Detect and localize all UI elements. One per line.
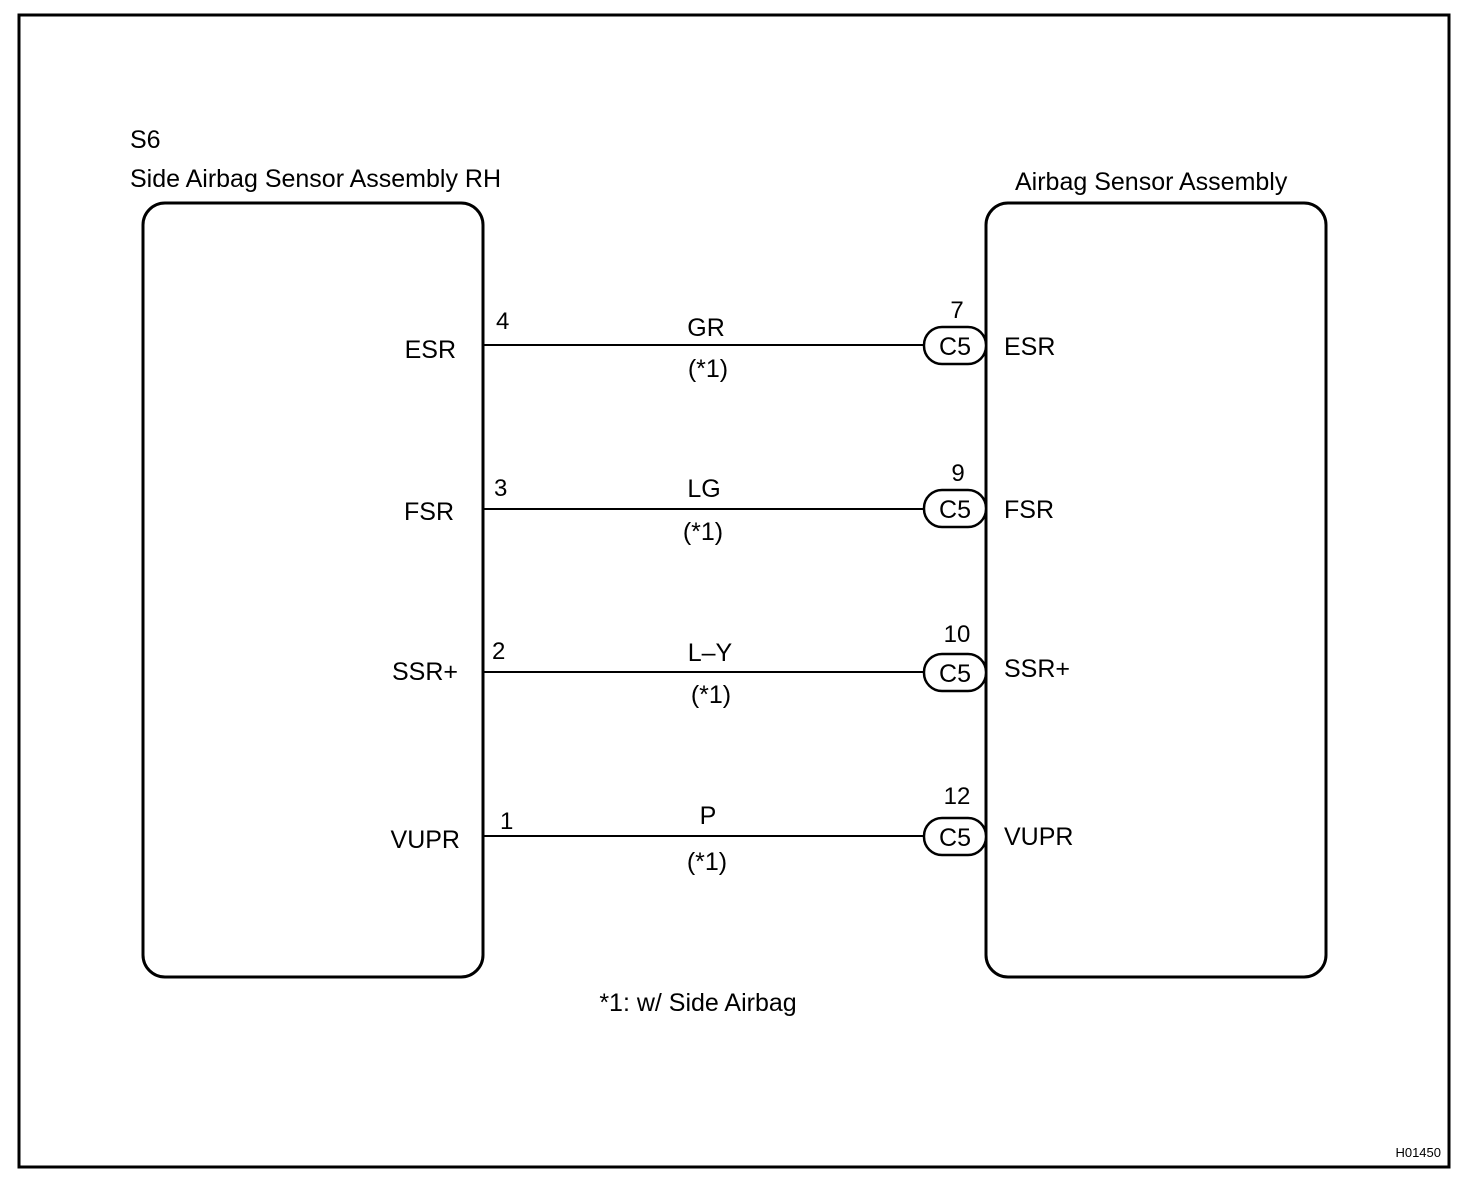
right-pin-number: 7 — [950, 297, 963, 324]
right-pin-number: 9 — [951, 460, 964, 487]
wire-row: ESR 4 GR (*1) 7 C5 ESR — [405, 297, 1056, 383]
connector-label: C5 — [939, 333, 971, 361]
left-pin-number: 2 — [492, 638, 505, 665]
left-component-box — [141, 201, 485, 979]
connector-badge — [922, 488, 988, 529]
wire-note-label: (*1) — [691, 681, 731, 709]
left-component-code: S6 — [130, 126, 161, 154]
wire-note-label: (*1) — [688, 355, 728, 383]
left-terminal-label: VUPR — [391, 826, 460, 854]
wire-color-label: LG — [687, 475, 720, 503]
wire-row: SSR+ 2 L–Y (*1) 10 C5 SSR+ — [392, 621, 1070, 709]
right-terminal-label: SSR+ — [1004, 655, 1070, 683]
left-pin-number: 1 — [500, 808, 513, 835]
right-terminal-label: FSR — [1004, 496, 1054, 524]
left-component-name: Side Airbag Sensor Assembly RH — [130, 165, 501, 193]
connector-badge — [922, 652, 988, 693]
connector-label: C5 — [939, 496, 971, 524]
right-terminal-label: ESR — [1004, 333, 1055, 361]
right-terminal-label: VUPR — [1004, 823, 1073, 851]
wire-row: VUPR 1 P (*1) 12 C5 VUPR — [391, 783, 1074, 876]
connector-badge — [922, 816, 988, 857]
diagram-frame — [17, 13, 1451, 1169]
connector-label: C5 — [939, 824, 971, 852]
right-pin-number: 12 — [944, 783, 971, 810]
connector-label: C5 — [939, 660, 971, 688]
left-pin-number: 4 — [496, 308, 509, 335]
drawing-code: H01450 — [1395, 1145, 1441, 1160]
wire-color-label: P — [700, 802, 717, 830]
footnote: *1: w/ Side Airbag — [599, 989, 796, 1017]
connector-badge — [922, 325, 988, 366]
wire-color-label: GR — [687, 314, 725, 342]
right-pin-number: 10 — [944, 621, 971, 648]
right-component-box — [984, 201, 1328, 979]
left-terminal-label: SSR+ — [392, 658, 458, 686]
wire-note-label: (*1) — [683, 518, 723, 546]
left-terminal-label: FSR — [404, 498, 454, 526]
wire-note-label: (*1) — [687, 848, 727, 876]
left-pin-number: 3 — [494, 475, 507, 502]
wire-color-label: L–Y — [688, 639, 733, 667]
left-terminal-label: ESR — [405, 336, 456, 364]
right-component-name: Airbag Sensor Assembly — [1015, 168, 1288, 196]
wire-row: FSR 3 LG (*1) 9 C5 FSR — [404, 460, 1054, 546]
